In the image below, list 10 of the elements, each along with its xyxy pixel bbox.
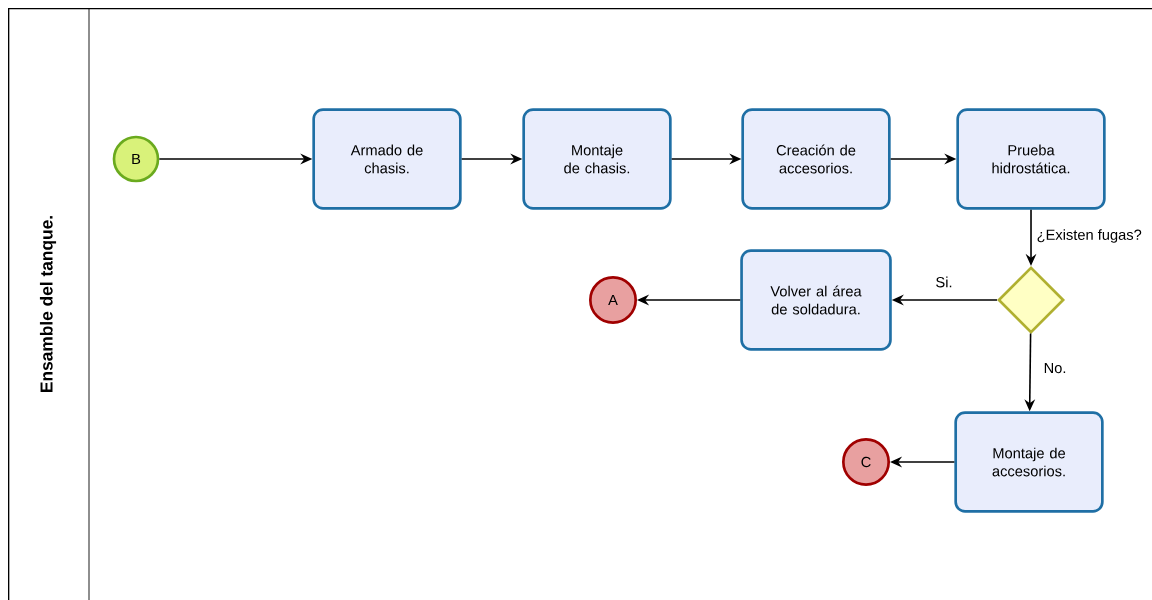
task-box: Montaje de accesorios.	[954, 411, 1104, 513]
decision-diamond	[997, 266, 1065, 334]
task-box: Creación de accesorios.	[741, 108, 891, 210]
task-box: Prueba hidrostática.	[956, 108, 1106, 210]
edge-label: Si.	[934, 275, 954, 289]
task-box: Volver al área de soldadura.	[740, 249, 892, 351]
edge-label: No.	[1042, 361, 1068, 375]
task-box: Armado de chasis.	[312, 108, 462, 210]
task-box: Montaje de chasis.	[522, 108, 672, 210]
edge-label: ¿Existen fugas?	[1035, 227, 1144, 245]
